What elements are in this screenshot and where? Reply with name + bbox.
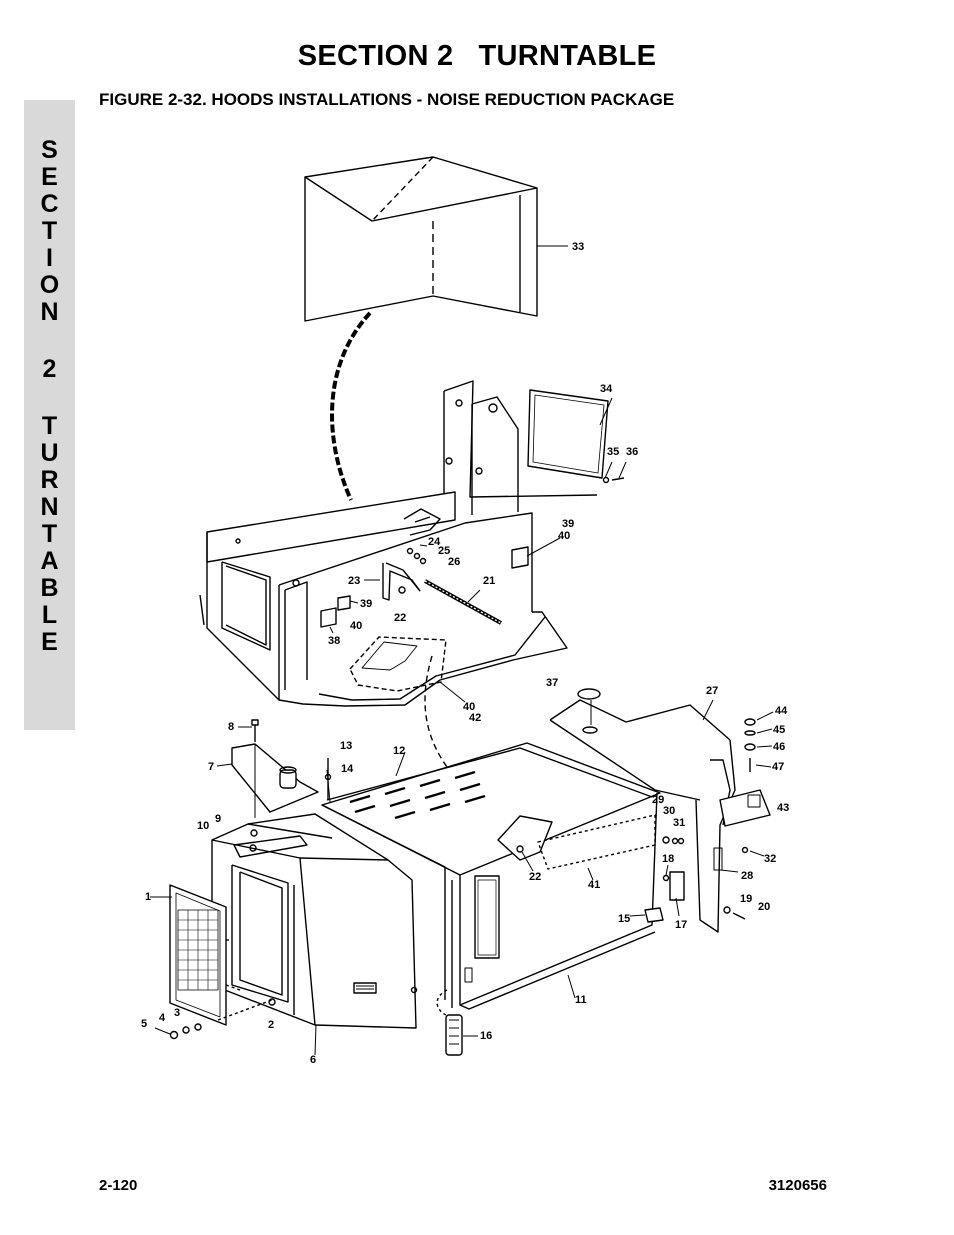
callout-14: 14 xyxy=(341,763,354,775)
callout-39: 39 xyxy=(562,518,574,530)
callout-34: 34 xyxy=(600,383,613,395)
grille-part-1 xyxy=(150,884,227,1026)
side-tab-letter: A xyxy=(40,547,59,575)
callout-2: 2 xyxy=(268,1019,274,1031)
side-tab-letter: O xyxy=(39,271,60,299)
callout-46: 46 xyxy=(773,741,785,753)
side-tab-letter: C xyxy=(40,190,59,218)
callout-39: 39 xyxy=(360,598,372,610)
callout-18: 18 xyxy=(662,853,674,865)
callout-40: 40 xyxy=(350,620,362,632)
callout-10: 10 xyxy=(197,820,209,832)
side-tab-letter: E xyxy=(41,628,58,656)
callout-12: 12 xyxy=(393,745,405,757)
section-title: SECTION 2 TURNTABLE xyxy=(297,40,657,72)
callout-42: 42 xyxy=(469,712,481,724)
callout-6: 6 xyxy=(310,1054,316,1066)
side-tab-letter: T xyxy=(41,412,58,440)
callout-15: 15 xyxy=(618,913,630,925)
page-number: 2-120 xyxy=(99,1177,138,1194)
callout-labels: 33 34 35 36 39 40 24 25 26 23 21 39 22 4… xyxy=(141,241,789,1066)
callout-31: 31 xyxy=(673,817,685,829)
callout-19: 19 xyxy=(740,893,752,905)
callout-47: 47 xyxy=(772,761,784,773)
hood-vents xyxy=(349,770,486,820)
callout-13: 13 xyxy=(340,740,352,752)
side-tab-letter: L xyxy=(41,601,58,629)
hardware-stack-parts-44-to-47 xyxy=(744,711,774,772)
side-tab-letter: N xyxy=(40,298,59,326)
side-tab-letter: E xyxy=(41,163,58,191)
callout-1: 1 xyxy=(145,891,151,903)
side-panel-part-27 xyxy=(549,699,771,933)
callout-41: 41 xyxy=(588,879,600,891)
callout-20: 20 xyxy=(758,901,770,913)
figure-title: FIGURE 2-32. HOODS INSTALLATIONS - NOISE… xyxy=(99,90,675,109)
side-tab-letter: S xyxy=(41,136,58,164)
callout-38: 38 xyxy=(328,635,340,647)
callout-22: 22 xyxy=(529,871,541,883)
callout-24: 24 xyxy=(428,536,441,548)
callout-22: 22 xyxy=(394,612,406,624)
side-tab-letter: N xyxy=(40,493,59,521)
callout-7: 7 xyxy=(208,761,214,773)
bracket-part-7 xyxy=(216,719,332,818)
callout-26: 26 xyxy=(448,556,460,568)
callout-40: 40 xyxy=(463,701,475,713)
callout-36: 36 xyxy=(626,446,638,458)
callout-28: 28 xyxy=(741,870,753,882)
callout-5: 5 xyxy=(141,1018,147,1030)
callout-45: 45 xyxy=(773,724,785,736)
callout-3: 3 xyxy=(174,1007,180,1019)
callout-8: 8 xyxy=(228,721,234,733)
side-tab-letter: 2 xyxy=(42,355,57,383)
side-tab-letter: T xyxy=(41,520,58,548)
latch-part-16 xyxy=(436,989,478,1056)
hood-cover-part-33 xyxy=(304,156,568,322)
grommet-part-37 xyxy=(577,688,601,700)
callout-43: 43 xyxy=(777,802,789,814)
side-tab-letter: R xyxy=(40,466,59,494)
callout-33: 33 xyxy=(572,241,584,253)
callout-44: 44 xyxy=(775,705,788,717)
main-hood-part-11-12 xyxy=(321,742,661,1010)
callout-35: 35 xyxy=(607,446,619,458)
callout-11: 11 xyxy=(575,994,587,1006)
section-side-tab: S E C T I O N 2 T U R N T A B L E xyxy=(24,100,75,730)
callout-29: 29 xyxy=(652,794,664,806)
callout-40: 40 xyxy=(558,530,570,542)
panel-part-34 xyxy=(527,389,627,484)
document-number: 3120656 xyxy=(768,1177,827,1194)
callout-9: 9 xyxy=(215,813,221,825)
callout-37: 37 xyxy=(546,677,558,689)
side-tab-letter: U xyxy=(40,439,59,467)
callout-30: 30 xyxy=(663,805,675,817)
callout-16: 16 xyxy=(480,1030,492,1042)
callout-25: 25 xyxy=(438,545,450,557)
callout-4: 4 xyxy=(159,1012,166,1024)
callout-23: 23 xyxy=(348,575,360,587)
callout-21: 21 xyxy=(483,575,495,587)
side-tab-letter: T xyxy=(41,217,58,245)
callout-27: 27 xyxy=(706,685,718,697)
side-tab-letter: B xyxy=(40,574,59,602)
turntable-frame xyxy=(199,380,598,707)
side-tab-letter: I xyxy=(46,244,53,272)
bracket-and-gas-spring-parts-21-to-26 xyxy=(364,544,502,625)
callout-17: 17 xyxy=(675,919,687,931)
callout-32: 32 xyxy=(764,853,776,865)
left-hood-part-6 xyxy=(211,813,418,1056)
